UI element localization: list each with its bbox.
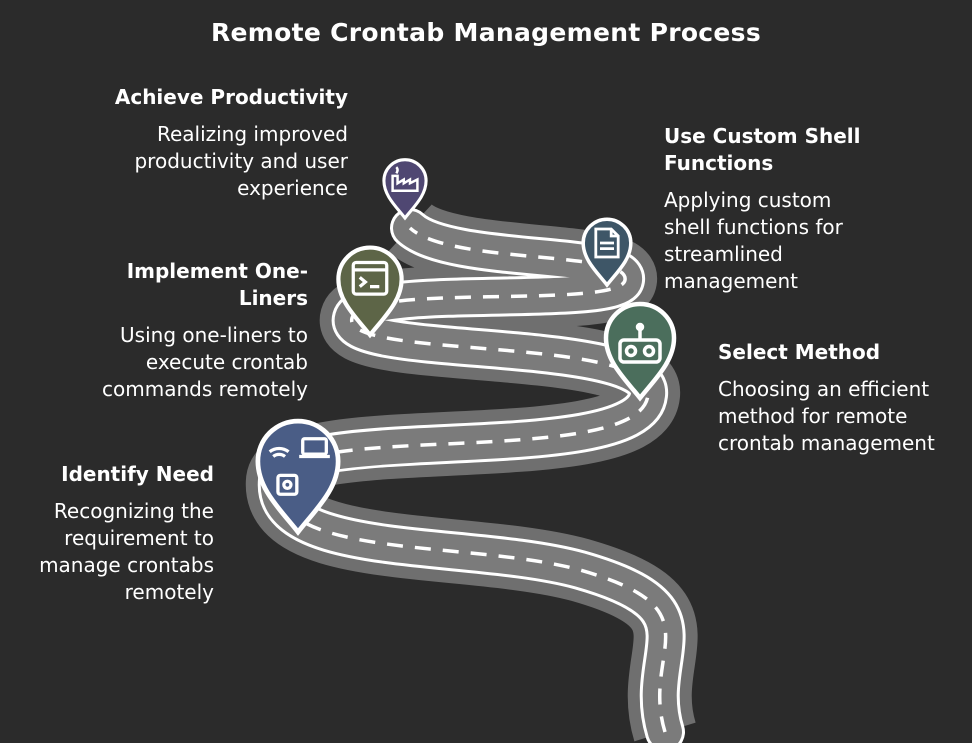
step-heading: Achieve Productivity — [114, 85, 348, 109]
network-devices-icon — [268, 437, 330, 496]
pin-implement-one-liners[interactable] — [336, 245, 404, 339]
step-select-method: Select Method Choosing an efficient meth… — [718, 339, 953, 457]
step-identify-need: Identify Need Recognizing the requiremen… — [4, 461, 214, 606]
step-description: Using one-liners to execute crontab comm… — [102, 323, 308, 401]
step-description: Applying custom shell functions for stre… — [664, 188, 843, 293]
step-use-custom-shell-functions: Use Custom Shell Functions Applying cust… — [664, 123, 884, 295]
robot-icon — [618, 322, 662, 364]
step-description: Realizing improved productivity and user… — [134, 122, 348, 200]
pin-identify-need[interactable] — [255, 418, 341, 536]
road-centerline — [276, 226, 668, 733]
step-heading: Use Custom Shell Functions — [664, 124, 861, 175]
step-description: Recognizing the requirement to manage cr… — [39, 499, 214, 604]
pin-achieve-productivity[interactable] — [382, 158, 428, 221]
step-implement-one-liners: Implement One-Liners Using one-liners to… — [78, 258, 308, 403]
factory-icon — [391, 166, 419, 192]
step-achieve-productivity: Achieve Productivity Realizing improved … — [108, 84, 348, 202]
terminal-icon — [351, 260, 389, 296]
page-title: Remote Crontab Management Process — [210, 18, 762, 47]
pin-select-method[interactable] — [603, 301, 677, 402]
sql-file-icon — [594, 227, 620, 259]
pin-use-custom-shell-functions[interactable] — [581, 217, 633, 288]
step-heading: Identify Need — [61, 462, 214, 486]
step-heading: Select Method — [718, 340, 881, 364]
step-heading: Implement One-Liners — [126, 259, 308, 310]
step-description: Choosing an efficient method for remote … — [718, 377, 935, 455]
